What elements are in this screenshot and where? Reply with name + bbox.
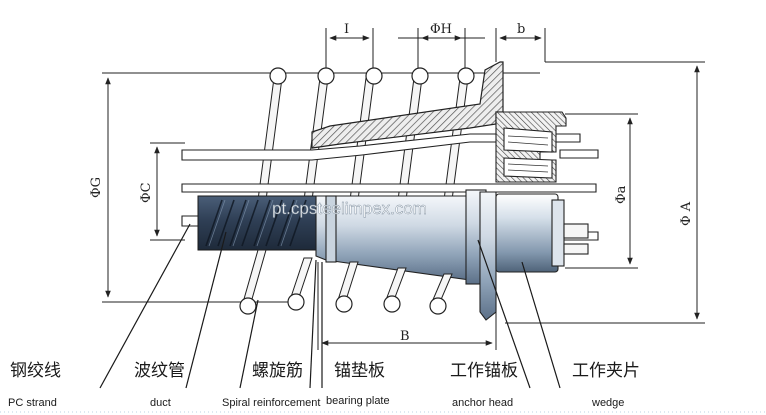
label-wedge-cn: 工作夹片 <box>572 361 640 381</box>
label-anchor-head: 工作锚板 anchor head <box>450 361 518 409</box>
label-pc-strand: 钢绞线 PC strand <box>8 361 61 409</box>
label-duct: 波纹管 duct <box>134 361 185 409</box>
label-bearing-plate-cn: 锚垫板 <box>334 361 385 381</box>
dim-b: b <box>517 22 525 37</box>
pc-strands <box>181 133 599 241</box>
dim-phi-H: ΦH <box>430 22 452 37</box>
label-wedge: 工作夹片 wedge <box>572 361 640 409</box>
anchor-head <box>495 111 589 273</box>
watermark: pt.cpsteelimpex.com <box>272 199 427 218</box>
label-duct-cn: 波纹管 <box>134 361 185 381</box>
leader-lines <box>99 223 561 389</box>
label-bearing-plate: 锚垫板 bearing plate <box>326 361 390 407</box>
bearing-plate-body <box>315 189 497 321</box>
spiral-top-sections <box>269 67 475 85</box>
dim-phi-G: ΦG <box>89 177 104 198</box>
label-bearing-plate-en: bearing plate <box>326 395 390 407</box>
dim-B: B <box>400 329 410 344</box>
label-anchor-head-en: anchor head <box>452 397 513 409</box>
label-spiral-cn: 螺旋筋 <box>252 361 303 381</box>
spiral-bottom-sections <box>239 293 447 315</box>
dimension-lines <box>102 28 705 350</box>
label-pc-strand-en: PC strand <box>8 397 57 409</box>
label-anchor-head-cn: 工作锚板 <box>450 361 518 381</box>
duct <box>197 195 317 251</box>
label-spiral-en: Spiral reinforcement <box>222 397 320 409</box>
dim-phi-A: Φ A <box>679 201 694 226</box>
label-spiral: 螺旋筋 Spiral reinforcement <box>222 361 320 409</box>
label-pc-strand-cn: 钢绞线 <box>10 361 61 381</box>
label-duct-en: duct <box>150 397 171 409</box>
dim-phi-C: ΦC <box>139 182 154 203</box>
label-wedge-en: wedge <box>591 397 624 409</box>
dim-I: I <box>344 22 349 37</box>
dim-phi-a: Φa <box>614 185 629 204</box>
